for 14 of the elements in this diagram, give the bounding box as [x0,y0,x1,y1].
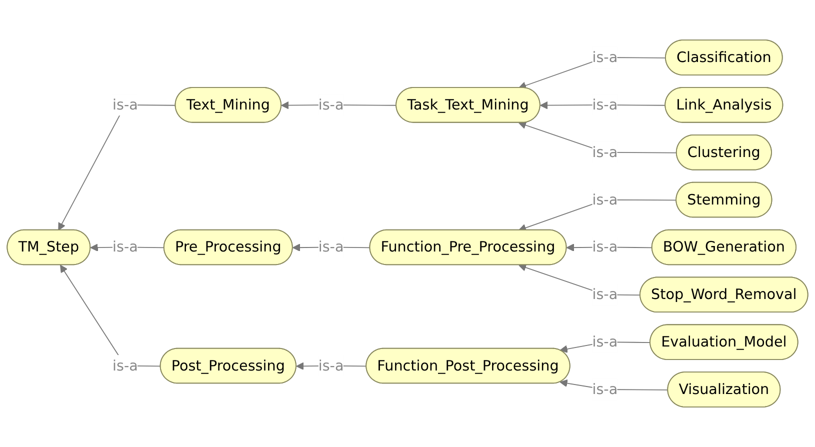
edge-label: is-a [592,48,618,66]
edge-label: is-a [592,333,618,350]
edge-label: is-a [112,238,138,256]
edge-label: is-a [318,356,344,374]
edge-label: is-a [592,143,618,160]
edge-label: is-a [592,190,618,208]
edge-label: is-a [592,380,618,398]
edge-label: is-a [592,96,618,113]
edge-label: is-a [318,96,344,113]
edge-label: is-a [592,286,618,303]
edge-label: is-a [112,96,138,113]
edge-label: is-a [112,356,138,374]
edge-label: is-a [592,238,618,256]
edge-label: is-a [318,238,344,256]
